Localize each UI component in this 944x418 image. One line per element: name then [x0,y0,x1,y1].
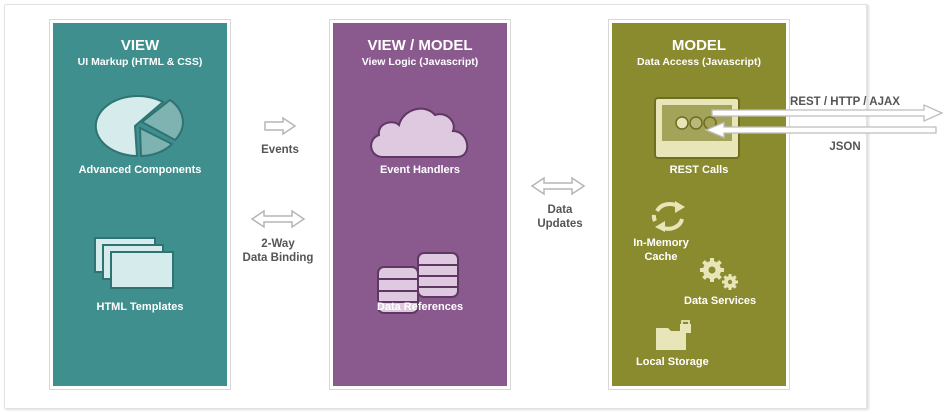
advanced-components-label: Advanced Components [78,164,202,176]
view-model-subtitle: View Logic (Javascript) [361,56,479,68]
data-updates-arrow-icon [530,176,586,196]
event-handlers-label: Event Handlers [379,164,461,176]
events-arrow-icon [264,116,297,136]
local-storage-label: Local Storage [636,356,709,368]
pie-chart-icon [94,95,184,158]
json-label: JSON [829,141,861,153]
rest-http-ajax-label: REST / HTTP / AJAX [790,96,900,108]
model-title: MODEL [671,37,727,54]
divider-line [866,4,867,408]
two-way-arrow-icon [250,209,306,229]
html-templates-label: HTML Templates [96,301,184,313]
cloud-icon [370,107,468,158]
json-response-arrow-icon [704,121,937,139]
templates-icon [94,237,174,289]
view-title: VIEW [120,37,160,54]
updates-line1: Data [547,204,573,216]
rest-request-arrow-icon [711,103,944,123]
model-subtitle: Data Access (Javascript) [637,56,761,68]
binding-line1: 2-Way [261,238,295,250]
database-icon [377,252,459,314]
view-subtitle: UI Markup (HTML & CSS) [77,56,203,68]
rest-calls-label: REST Calls [669,164,729,176]
data-services-label: Data Services [684,295,757,307]
refresh-cycle-icon [651,201,685,232]
gears-icon [700,258,738,290]
locked-folder-icon [656,320,691,350]
data-references-label: Data References [376,301,464,313]
binding-line2: Data Binding [242,252,314,264]
cache-line: Cache [644,251,678,263]
updates-line2: Updates [537,218,583,230]
data-updates-label: Data Updates [520,203,600,231]
view-model-column: VIEW / MODEL View Logic (Javascript) Eve… [329,19,511,390]
two-way-binding-label: 2-Way Data Binding [228,237,328,265]
view-model-title: VIEW / MODEL [367,37,473,54]
model-column: MODEL Data Access (Javascript) REST Call… [608,19,790,390]
in-memory-line: In-Memory [633,237,689,249]
in-memory-cache-label: In-Memory Cache [626,236,696,264]
events-label: Events [261,144,299,156]
view-column: VIEW UI Markup (HTML & CSS) Advanced Com… [49,19,231,390]
